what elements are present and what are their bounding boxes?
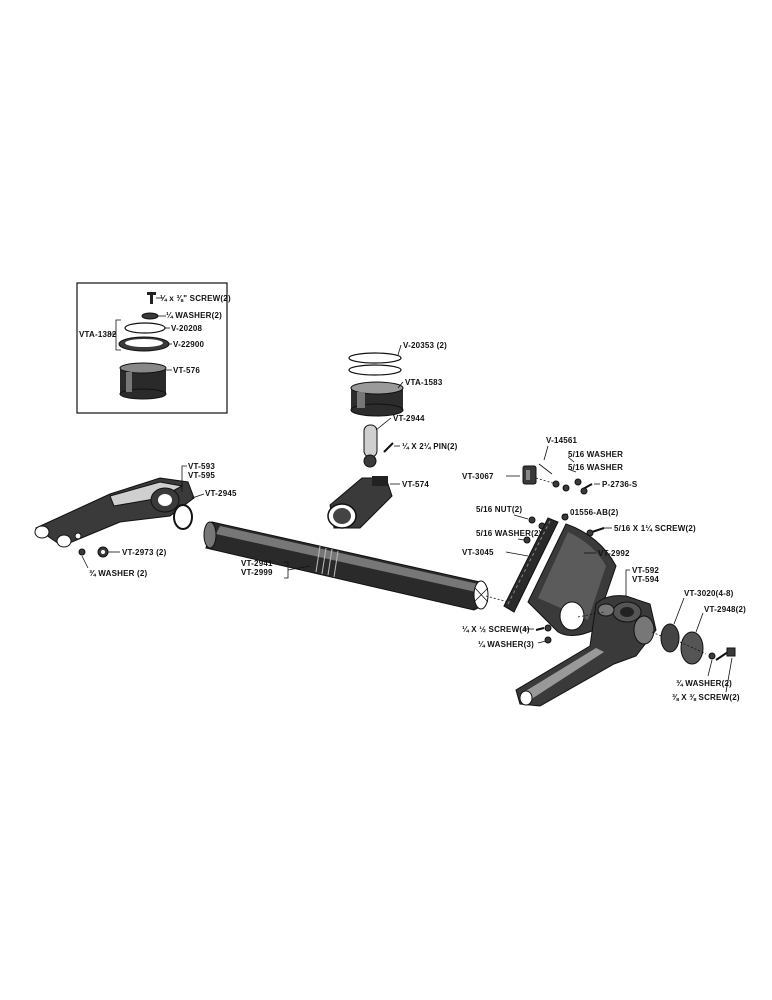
bolts-516	[586, 527, 605, 537]
label-washer-b: 5/16 WASHER	[568, 463, 623, 472]
part-o1556	[561, 513, 569, 521]
bolt-right	[715, 647, 736, 661]
label-vt595: VT-595	[188, 471, 215, 480]
arm-vt593	[34, 477, 195, 548]
inset-label-vt576: VT-576	[173, 366, 200, 375]
inset-label-washer: ¼ WASHER(2)	[166, 311, 222, 320]
label-vt2948: VT-2948(2)	[704, 605, 746, 614]
nuts	[528, 516, 546, 530]
label-vt3020: VT-3020(4-8)	[684, 589, 734, 598]
label-washer3: ¼ WASHER(3)	[478, 640, 534, 649]
inset-label-v22900: V-22900	[173, 340, 205, 349]
label-vt3067: VT-3067	[462, 472, 494, 481]
screws-quarter	[535, 624, 552, 632]
quadrant-vt2992	[527, 523, 617, 636]
label-vt2992: VT-2992	[598, 549, 630, 558]
label-v14561: V-14561	[546, 436, 578, 445]
label-vta1583: VTA-1583	[405, 378, 443, 387]
washer-right	[708, 652, 716, 660]
label-vt574: VT-574	[402, 480, 429, 489]
label-vt2999: VT-2999	[241, 568, 273, 577]
inset-label-screw: ¼ x ⅜" SCREW(2)	[160, 294, 231, 303]
inset-box: ¼ x ⅜" SCREW(2) ¼ WASHER(2) V-20208 V-22…	[76, 282, 231, 414]
pin-p2736	[580, 483, 593, 495]
label-vt2944: VT-2944	[393, 414, 425, 423]
washer-left	[78, 548, 86, 556]
label-washer-left: ¾ WASHER (2)	[89, 569, 148, 578]
washer-quarter	[544, 636, 552, 644]
inset-label-v20208: V-20208	[171, 324, 203, 333]
inset-screw	[147, 292, 156, 304]
rod-vt2944	[363, 424, 378, 468]
bar-vt3045	[503, 517, 559, 613]
label-vt592: VT-592	[632, 566, 659, 575]
arm-vt592	[515, 595, 657, 707]
label-nut: 5/16 NUT(2)	[476, 505, 522, 514]
disc-vt3020	[660, 623, 680, 653]
label-washer2-right: ¾ WASHER(2)	[676, 679, 732, 688]
inset-ring-v22900	[118, 336, 170, 352]
inset-group-label: VTA-1382	[79, 330, 117, 339]
shaft-vt2941	[203, 521, 489, 611]
label-screw4: ¼ X ½ SCREW(4)	[462, 625, 530, 634]
label-screw-516: 5/16 X 1¼ SCREW(2)	[614, 524, 696, 533]
label-p2736: P-2736-S	[602, 480, 638, 489]
label-vt593: VT-593	[188, 462, 215, 471]
ring-v20353	[348, 352, 402, 376]
label-washer-516: 5/16 WASHER(2)	[476, 529, 542, 538]
label-vt2941: VT-2941	[241, 559, 273, 568]
bolt-vt2973	[97, 546, 109, 558]
label-vt2973: VT-2973 (2)	[122, 548, 167, 557]
disc-vt2948	[680, 631, 704, 665]
seal-vt2945	[173, 504, 193, 530]
label-vt594: VT-594	[632, 575, 659, 584]
washers-small	[552, 478, 582, 492]
label-o1556: 01556-AB(2)	[570, 508, 619, 517]
inset-ring-v20208	[124, 322, 166, 334]
label-vt3045: VT-3045	[462, 548, 494, 557]
label-v20353: V-20353 (2)	[403, 341, 447, 350]
label-screw2-right: ⅜ X ⅜ SCREW(2)	[672, 693, 740, 702]
label-washer-a: 5/16 WASHER	[568, 450, 623, 459]
label-vt2945: VT-2945	[205, 489, 237, 498]
piston-vta1583	[350, 381, 404, 417]
crank-vt574	[327, 476, 393, 529]
clip-vt3067	[522, 465, 537, 485]
inset-bushing-vt576	[119, 362, 167, 400]
pin-quarter	[383, 442, 394, 453]
inset-washer	[141, 312, 159, 320]
label-pin: ¼ X 2¼ PIN(2)	[402, 442, 458, 451]
